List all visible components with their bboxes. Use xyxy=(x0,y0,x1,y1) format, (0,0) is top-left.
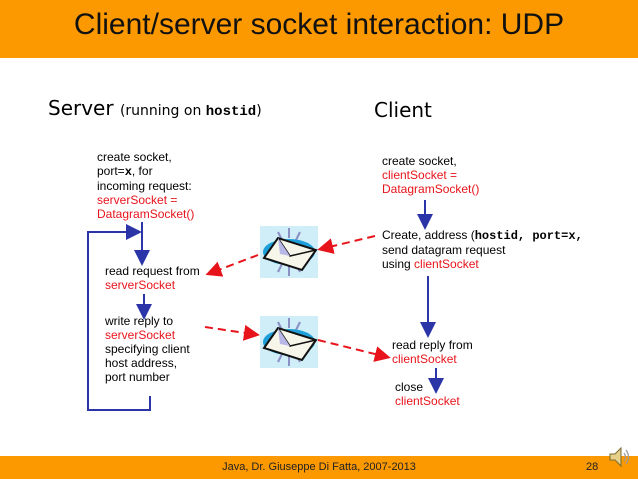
send-code: hostid, port=x, xyxy=(474,229,583,243)
client-read-code: clientSocket xyxy=(392,352,457,366)
page-number: 28 xyxy=(586,461,599,473)
send-prefix: Create, address ( xyxy=(382,228,475,242)
client-create-line1: create socket, xyxy=(382,154,457,168)
client-read-block: read reply from clientSocket xyxy=(392,338,473,366)
server-write-block: write reply to serverSocket specifying c… xyxy=(105,314,190,384)
port-suffix: , for xyxy=(131,164,153,178)
client-create-code1: clientSocket = xyxy=(382,168,458,182)
slide-title: Client/server socket interaction: UDP xyxy=(73,8,565,41)
server-heading-label: Server xyxy=(48,96,114,120)
server-write-line1: write reply to xyxy=(105,314,174,328)
server-sub-suffix: ) xyxy=(256,103,262,119)
server-write-line5: port number xyxy=(105,370,170,384)
server-create-block: create socket, port=x, for incoming requ… xyxy=(97,150,194,221)
server-create-line3: incoming request: xyxy=(97,179,192,193)
client-close-code: clientSocket xyxy=(395,394,460,408)
server-write-line4: host address, xyxy=(105,356,178,370)
server-heading: Server (running on hostid) xyxy=(48,96,262,120)
server-write-code: serverSocket xyxy=(105,328,176,342)
server-loop-arrow xyxy=(87,224,151,411)
client-close-block: close clientSocket xyxy=(395,380,460,408)
footer-credit: Java, Dr. Giuseppe Di Fatta, 2007-2013 xyxy=(222,461,416,473)
server-write-line3: specifying client xyxy=(105,342,190,356)
using-code: clientSocket xyxy=(414,257,479,271)
server-read-block: read request from serverSocket xyxy=(105,264,200,292)
client-heading: Client xyxy=(374,98,432,122)
slide-header: Client/server socket interaction: UDP xyxy=(0,0,638,58)
client-send-line1: Create, address (hostid, port=x, xyxy=(382,228,583,243)
client-close-line1: close xyxy=(395,380,424,394)
server-create-line1: create socket, xyxy=(97,150,172,164)
server-to-envelope-arrow xyxy=(204,324,260,341)
envelope-icon xyxy=(260,316,318,368)
client-create-block: create socket, clientSocket = DatagramSo… xyxy=(382,154,479,196)
server-read-code: serverSocket xyxy=(105,278,176,292)
port-prefix: port= xyxy=(97,164,125,178)
speaker-icon[interactable] xyxy=(606,444,632,470)
server-create-code2: DatagramSocket() xyxy=(97,207,195,221)
envelope-to-server-arrow xyxy=(205,254,259,277)
server-heading-sub: (running on hostid) xyxy=(119,103,262,120)
server-create-code1: serverSocket = xyxy=(97,193,178,207)
envelope-to-client-arrow xyxy=(317,339,391,362)
server-sub-prefix: (running on xyxy=(119,103,206,119)
port-var: x xyxy=(124,165,132,179)
envelope-icon xyxy=(260,226,318,278)
using-prefix: using xyxy=(382,257,415,271)
server-read-line1: read request from xyxy=(105,264,200,278)
client-read-line1: read reply from xyxy=(392,338,473,352)
client-send-line3: using clientSocket xyxy=(382,257,583,271)
server-sub-host: hostid xyxy=(205,104,257,120)
client-send-block: Create, address (hostid, port=x, send da… xyxy=(382,228,583,271)
request-to-envelope-arrow xyxy=(317,235,376,254)
server-create-line2: port=x, for xyxy=(97,164,194,179)
client-create-code2: DatagramSocket() xyxy=(382,182,480,196)
client-send-line2: send datagram request xyxy=(382,243,506,257)
slide-footer: Java, Dr. Giuseppe Di Fatta, 2007-2013 2… xyxy=(0,456,638,479)
